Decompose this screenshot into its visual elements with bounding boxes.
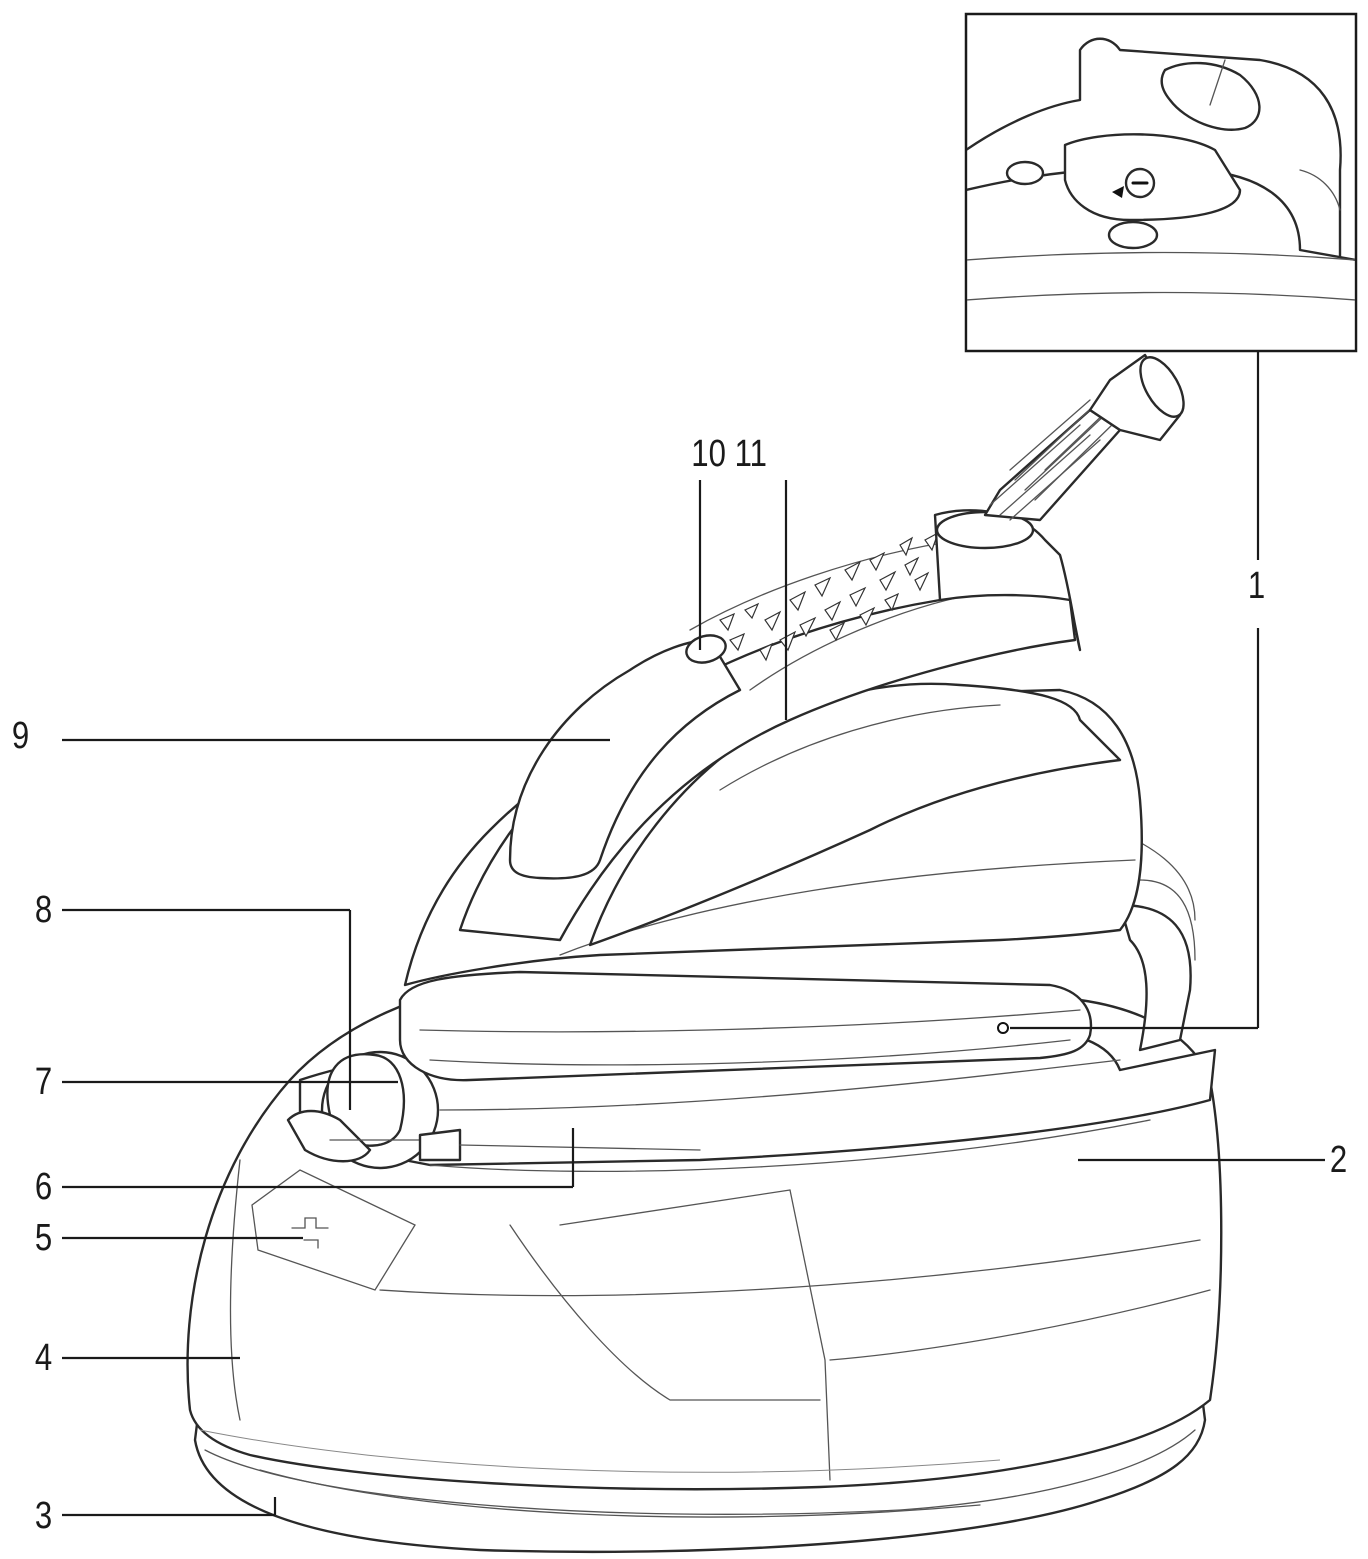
callout-3: 3 (35, 1495, 52, 1537)
callout-9: 9 (12, 715, 29, 757)
base-station-icon (186, 819, 1223, 1554)
detail-inset-icon (964, 12, 1358, 353)
callout-4: 4 (35, 1337, 52, 1379)
callout-10-11: 10 11 (691, 433, 767, 475)
steam-hose-icon (983, 353, 1185, 522)
steam-iron-icon (398, 509, 1143, 1082)
leader-lines (62, 351, 1325, 1517)
water-tap-icon (291, 1217, 329, 1249)
callout-1: 1 (1248, 565, 1265, 607)
indicator-dot (997, 1022, 1009, 1034)
callout-7: 7 (35, 1061, 52, 1103)
callout-8: 8 (35, 889, 52, 931)
callout-6: 6 (35, 1166, 52, 1208)
callout-2: 2 (1330, 1139, 1347, 1181)
callout-5: 5 (35, 1217, 52, 1259)
grip-texture (689, 531, 1001, 691)
